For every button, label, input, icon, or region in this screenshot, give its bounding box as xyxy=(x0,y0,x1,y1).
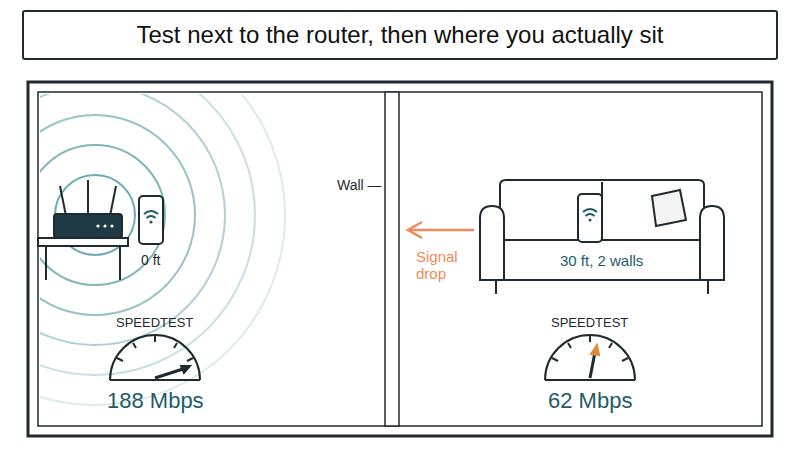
couch-part xyxy=(480,206,504,280)
wifi-rings-part xyxy=(40,94,255,375)
router-part xyxy=(110,224,113,227)
speed-gauge-part xyxy=(154,336,156,342)
speed-gauge-part xyxy=(591,345,599,355)
couch-part xyxy=(504,240,700,280)
speed-gauge xyxy=(110,335,200,380)
couch xyxy=(480,180,724,294)
speed-gauge-part xyxy=(110,335,200,380)
router-part xyxy=(87,180,89,216)
speed-gauge-part xyxy=(174,343,177,348)
speed-reading: 188 Mbps xyxy=(107,388,204,413)
wifi-rings-part xyxy=(40,115,195,315)
router-part xyxy=(60,186,66,216)
couch-part xyxy=(700,206,724,280)
phone-part xyxy=(578,194,602,242)
router-part xyxy=(103,224,106,227)
speed-gauge-part xyxy=(622,358,628,361)
wall-label: Wall — xyxy=(337,177,382,193)
phone-part xyxy=(147,216,156,218)
couch-part xyxy=(652,190,686,226)
speed-gauge-part xyxy=(187,358,193,361)
house-frame-part xyxy=(28,82,772,436)
speed-gauge-part xyxy=(609,343,612,348)
house-frame-part xyxy=(38,92,762,426)
title: Test next to the router, then where you … xyxy=(137,21,664,49)
speed-reading: 62 Mbps xyxy=(548,388,632,413)
signal-drop-arrow xyxy=(408,222,474,238)
signal-drop-arrow-part xyxy=(410,229,474,232)
couch-part xyxy=(707,280,709,294)
phone-part xyxy=(149,220,152,223)
router-table-part xyxy=(119,246,121,280)
router-table-part xyxy=(45,246,47,280)
speed-gauge-part xyxy=(589,336,591,342)
speed-gauge-part xyxy=(117,358,123,361)
gauge-title: SPEEDTEST xyxy=(116,316,193,331)
wifi-rings-part xyxy=(40,94,285,405)
phone xyxy=(139,196,163,244)
router-part xyxy=(110,186,116,216)
wifi-rings-part xyxy=(40,145,165,285)
router-part xyxy=(96,224,99,227)
phone xyxy=(578,194,602,242)
phone-part xyxy=(588,218,591,221)
router-part xyxy=(54,214,122,238)
house-frame-part xyxy=(385,92,399,426)
speed-gauge-part xyxy=(590,352,595,378)
wifi-rings-part xyxy=(40,94,225,345)
phone-part xyxy=(144,211,158,214)
phone-part xyxy=(583,209,597,212)
speed-gauge-part xyxy=(545,379,635,381)
wifi-rings xyxy=(40,94,285,405)
speed-gauge-part xyxy=(155,368,186,378)
house-frame xyxy=(28,82,772,436)
speed-gauge-part xyxy=(110,379,200,381)
couch-part xyxy=(495,280,497,294)
signal-drop-arrow-part xyxy=(408,222,422,238)
distance-label: 30 ft, 2 walls xyxy=(557,252,646,269)
speed-gauge-part xyxy=(552,358,558,361)
router xyxy=(54,180,122,238)
phone-part xyxy=(139,196,163,244)
speed-gauge-part xyxy=(545,335,635,380)
router-table xyxy=(38,238,128,280)
speed-gauge-part xyxy=(181,366,190,373)
speed-gauge-part xyxy=(133,343,136,348)
speed-gauge xyxy=(545,335,635,380)
signal-drop-label: Signal drop xyxy=(416,248,476,283)
title-box: Test next to the router, then where you … xyxy=(22,10,778,60)
phone-part xyxy=(586,214,595,216)
gauge-title: SPEEDTEST xyxy=(551,316,628,331)
distance-label: 0 ft xyxy=(141,252,160,268)
speed-gauge-part xyxy=(568,343,571,348)
router-table-part xyxy=(38,238,128,246)
